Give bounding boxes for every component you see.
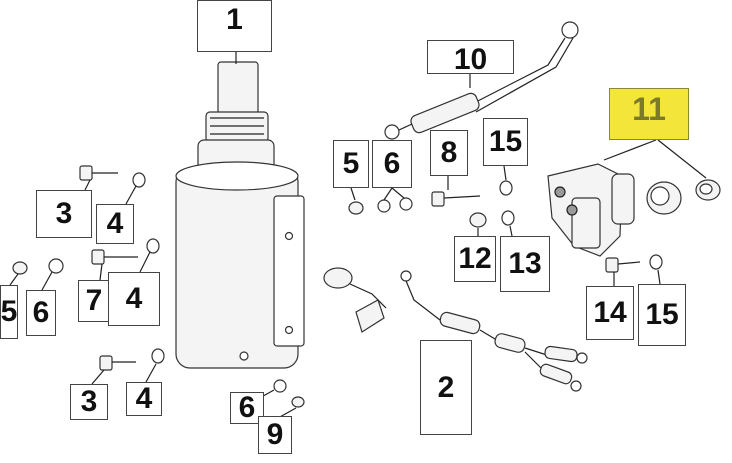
callout-6-top: 6 [372,140,412,188]
callout-15-right: 15 [638,284,686,346]
callout-9: 9 [258,416,292,454]
callout-8: 8 [430,130,468,176]
callout-15-top: 15 [483,118,528,166]
callout-11-highlighted: 11 [609,88,689,140]
callout-4-mid: 4 [108,272,160,326]
callout-10: 10 [427,40,514,75]
callout-2: 2 [420,340,472,435]
callout-6-left: 6 [26,290,56,336]
callout-5-top: 5 [333,140,369,188]
callout-13: 13 [500,236,550,292]
callout-3-bottom: 3 [70,384,108,420]
wiring-harness [323,267,588,392]
callout-14: 14 [586,286,634,340]
battery-cable [384,21,579,140]
solenoid [547,163,721,257]
callout-3-left: 3 [36,190,92,238]
callout-4-bottom: 4 [126,382,162,416]
callout-7: 7 [78,280,110,322]
callout-1: 1 [197,0,272,52]
callout-4-left: 4 [96,204,134,244]
starter-motor [175,61,305,369]
callout-5-left: 5 [0,285,18,339]
callout-12: 12 [454,236,496,282]
leader-lines [9,52,707,419]
hardware [12,165,663,408]
